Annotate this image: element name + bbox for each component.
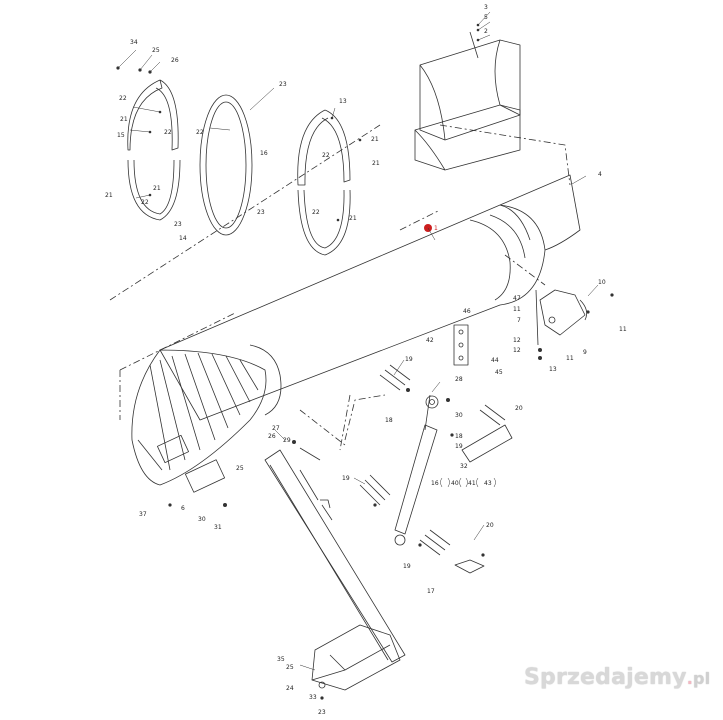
callout: 10: [598, 279, 606, 286]
callout: 6: [181, 505, 185, 512]
assembly-lines: [109, 124, 571, 451]
callout: 23: [174, 221, 182, 228]
callout: 4: [598, 171, 602, 178]
callout: 5: [484, 14, 488, 21]
callout: 44: [491, 357, 499, 364]
callout: 29: [283, 437, 291, 444]
bottom-bracket: [311, 624, 401, 691]
callout: 24: [286, 685, 294, 692]
callout: 33: [309, 694, 317, 701]
callout: 21: [349, 215, 357, 222]
callout: 9: [583, 349, 587, 356]
callout: 12: [513, 347, 521, 354]
callout: 42: [426, 337, 434, 344]
group-brackets: [440, 477, 496, 488]
spout-cone: [131, 349, 267, 493]
callout: 19: [405, 356, 413, 363]
callout: 21: [105, 192, 113, 199]
callout: 30: [455, 412, 463, 419]
top-housing: [414, 31, 521, 171]
callout: 43: [484, 480, 492, 487]
callout: 21: [372, 160, 380, 167]
callout: 47: [513, 295, 521, 302]
callout: 21: [153, 185, 161, 192]
callout: 40: [451, 480, 459, 487]
callout: 34: [130, 39, 138, 46]
watermark-tld: pl: [692, 669, 711, 688]
callout: 22: [141, 199, 149, 206]
callout: 19: [342, 475, 350, 482]
callout: 37: [139, 511, 147, 518]
callout: 23: [257, 209, 265, 216]
watermark-dot: .: [686, 669, 693, 688]
callout: 46: [463, 308, 471, 315]
leader-lines: [117, 11, 599, 671]
ring-right: [297, 109, 351, 256]
callout: 18: [385, 417, 393, 424]
hydraulic-cylinder: [394, 394, 439, 546]
callout: 21: [120, 116, 128, 123]
callout: 20: [515, 405, 523, 412]
callout: 22: [119, 95, 127, 102]
auger-tube: [159, 204, 546, 421]
callout: 23: [279, 81, 287, 88]
callout: 22: [312, 209, 320, 216]
callout: 3: [484, 4, 488, 11]
callout: 17: [427, 588, 435, 595]
callout: 27: [272, 425, 280, 432]
callout: 11: [566, 355, 574, 362]
callout: 23: [318, 709, 326, 716]
callout: 16: [260, 150, 268, 157]
callout: 26: [268, 433, 276, 440]
watermark-logo: Sprzedajemy.pl: [524, 665, 710, 690]
mount-bracket-46: [453, 324, 469, 366]
callout: 13: [549, 366, 557, 373]
callout: 25: [236, 465, 244, 472]
callout: 7: [517, 317, 521, 324]
callout: 25: [152, 47, 160, 54]
pins: [454, 424, 513, 574]
callout: 35: [277, 656, 285, 663]
callout: 1: [434, 225, 438, 232]
fastener-sets: [299, 364, 506, 556]
callout: 21: [371, 136, 379, 143]
callout: 13: [339, 98, 347, 105]
callout: 15: [117, 132, 125, 139]
callout: 41: [468, 480, 476, 487]
callout: 11: [513, 306, 521, 313]
support-arm: [264, 449, 406, 663]
callout: 26: [171, 57, 179, 64]
ring-middle: [199, 94, 253, 236]
bolt-heads: [116, 23, 614, 700]
callout: 14: [179, 235, 187, 242]
highlight-leader: [427, 227, 436, 241]
callout: 22: [196, 129, 204, 136]
watermark-brand: Sprzedajemy: [524, 665, 687, 690]
callout: 25: [286, 664, 294, 671]
callout: 20: [486, 522, 494, 529]
callout: 11: [619, 326, 627, 333]
pivot-bracket: [535, 289, 588, 346]
callout: 45: [495, 369, 503, 376]
hood-shield: [499, 174, 581, 251]
callout: 22: [164, 129, 172, 136]
callout: 30: [198, 516, 206, 523]
callout: 31: [214, 524, 222, 531]
callout: 22: [322, 152, 330, 159]
callout: 19: [455, 443, 463, 450]
callout: 28: [455, 376, 463, 383]
callout: 19: [403, 563, 411, 570]
callout: 18: [455, 433, 463, 440]
callout: 2: [484, 28, 488, 35]
ring-left: [127, 79, 181, 221]
callout-labels: 3 5 2 34 25 26 22 21 15 22 23 22 13 21 2…: [105, 4, 627, 716]
callout: 12: [513, 337, 521, 344]
callout: 16: [431, 480, 439, 487]
callout: 32: [460, 463, 468, 470]
